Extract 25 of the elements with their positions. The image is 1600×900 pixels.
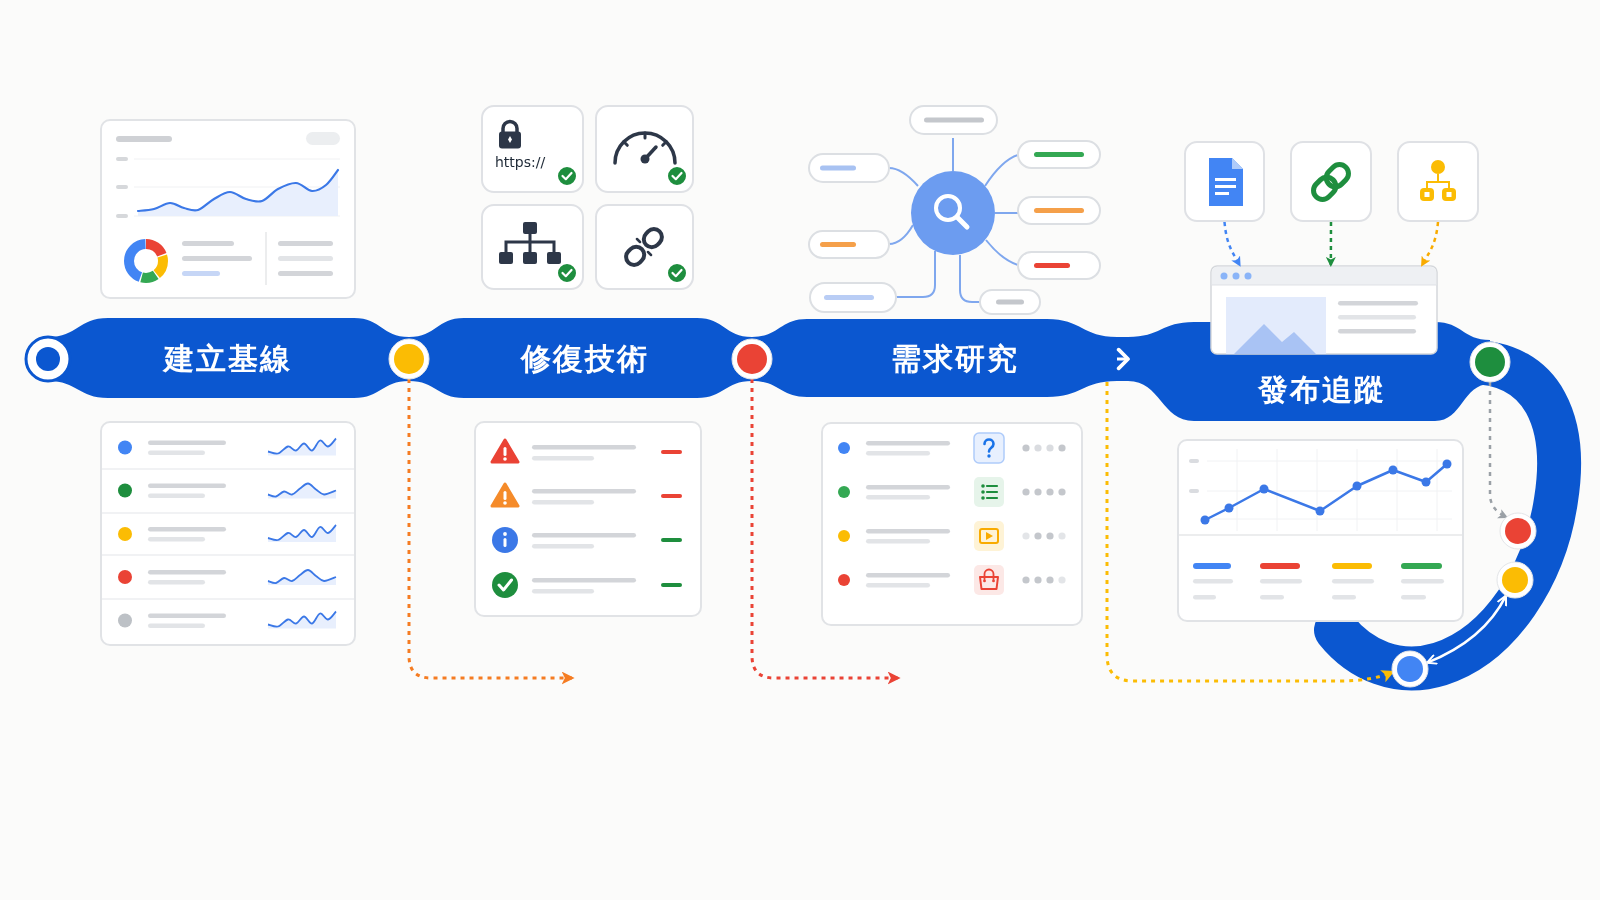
chevron-arrow: [1116, 347, 1130, 371]
icon-tile: [595, 105, 694, 193]
icon-tile: [1290, 141, 1372, 222]
dotted-arrow: [750, 379, 901, 685]
double-arrow: [1425, 594, 1508, 665]
stage-label: 需求研究: [891, 341, 1019, 377]
icon-tile: [481, 105, 584, 193]
milestone-dot: [1499, 512, 1537, 550]
dotted-arrow: [1420, 221, 1440, 267]
browser-window-illustration: [1210, 265, 1438, 355]
stage-label: 發布追蹤: [1258, 372, 1386, 408]
milestone-dot: [1469, 341, 1511, 383]
stage-label: 修復技術: [521, 341, 649, 377]
dotted-arrow: [1223, 221, 1241, 267]
icon-tile: [1184, 141, 1265, 222]
icon-tile: [595, 204, 694, 290]
dotted-arrow: [407, 379, 575, 685]
icon-tile: [481, 204, 584, 290]
dotted-arrow: [1488, 382, 1509, 519]
icon-tile: [1397, 141, 1479, 222]
milestone-dot: [1391, 650, 1429, 688]
milestone-dot: [1496, 561, 1534, 599]
stage-label: 建立基線: [164, 341, 292, 377]
url-text: https://: [495, 154, 546, 171]
dotted-arrow: [1325, 222, 1336, 267]
